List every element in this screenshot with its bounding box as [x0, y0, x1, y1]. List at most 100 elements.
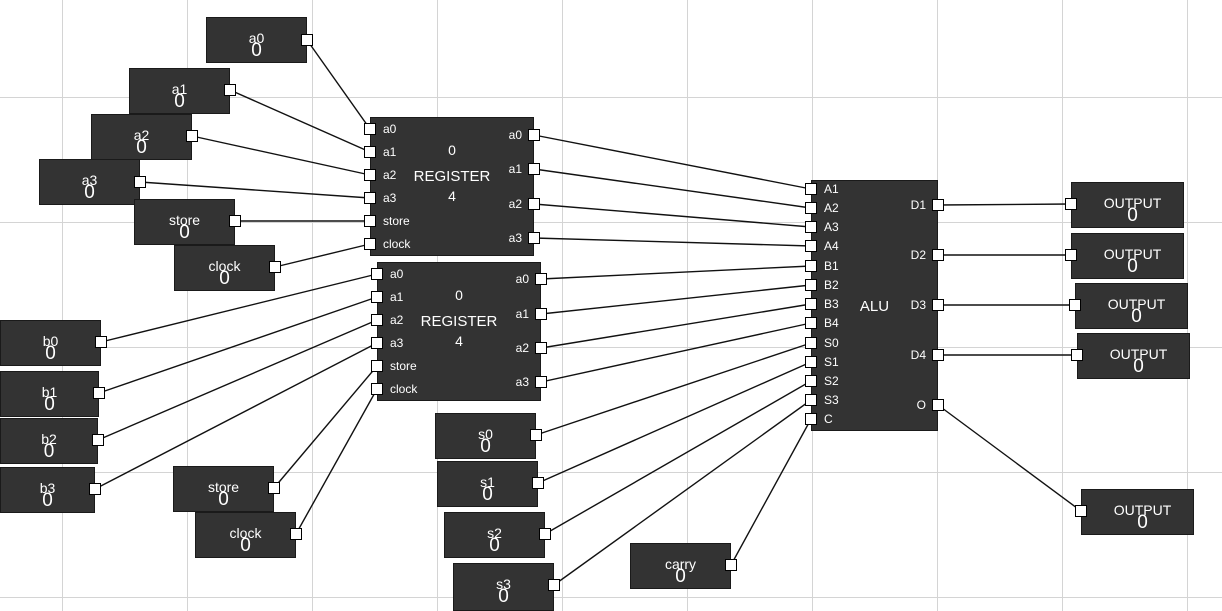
register-a[interactable]: 0 REGISTER 4	[370, 117, 534, 256]
register-b-out-a3-pin[interactable]	[535, 376, 547, 388]
output-o[interactable]: OUTPUT 0	[1081, 489, 1194, 535]
input-a3[interactable]: a3 0	[39, 159, 140, 205]
alu-out-d1-pin[interactable]	[932, 199, 944, 211]
input-b1-value: 0	[44, 394, 55, 415]
alu-out-d2-pin[interactable]	[932, 249, 944, 261]
alu-in-s3-pin[interactable]	[805, 394, 817, 406]
input-s2[interactable]: s2 0	[444, 512, 545, 558]
input-store-b-pin[interactable]	[268, 482, 280, 494]
input-clock-a-value: 0	[219, 268, 230, 289]
register-b-in-a3-pin[interactable]	[371, 337, 383, 349]
register-b-in-a1-pin[interactable]	[371, 291, 383, 303]
input-s2-pin[interactable]	[539, 528, 551, 540]
alu-in-b4-pin[interactable]	[805, 317, 817, 329]
input-s1-pin[interactable]	[532, 477, 544, 489]
input-s0-pin[interactable]	[530, 429, 542, 441]
alu-in-s1-pin[interactable]	[805, 356, 817, 368]
input-a0-pin[interactable]	[301, 34, 313, 46]
output-o-pin[interactable]	[1075, 505, 1087, 517]
input-carry[interactable]: carry 0	[630, 543, 731, 589]
input-clock-b[interactable]: clock 0	[195, 512, 296, 558]
input-store-a[interactable]: store 0	[134, 199, 235, 245]
input-s2-value: 0	[489, 535, 500, 556]
output-d2-pin[interactable]	[1065, 249, 1077, 261]
register-a-in-a0-pin[interactable]	[364, 123, 376, 135]
input-a1-pin[interactable]	[224, 84, 236, 96]
input-s1-label: s1	[480, 474, 495, 490]
wire-input-a0-to-register-a-in-a0	[306, 39, 371, 130]
input-a1[interactable]: a1 0	[129, 68, 230, 114]
output-d4[interactable]: OUTPUT 0	[1077, 333, 1190, 379]
input-s3-pin[interactable]	[548, 579, 560, 591]
register-a-out-a1-pin[interactable]	[528, 163, 540, 175]
register-b-out-a0-pin[interactable]	[535, 273, 547, 285]
input-s3[interactable]: s3 0	[453, 563, 554, 611]
alu-out-d4-label: D4	[910, 348, 926, 362]
input-a0[interactable]: a0 0	[206, 17, 307, 63]
alu-out-d3-pin[interactable]	[932, 299, 944, 311]
input-a2[interactable]: a2 0	[91, 114, 192, 160]
alu-out-d4-pin[interactable]	[932, 349, 944, 361]
input-b0[interactable]: b0 0	[0, 320, 101, 366]
input-carry-pin[interactable]	[725, 559, 737, 571]
register-b-in-clock-pin[interactable]	[371, 383, 383, 395]
register-a-out-a2-pin[interactable]	[528, 198, 540, 210]
output-d1[interactable]: OUTPUT 0	[1071, 182, 1184, 228]
alu-in-c-pin[interactable]	[805, 413, 817, 425]
input-carry-label: carry	[664, 556, 697, 572]
alu-in-a1-pin[interactable]	[805, 183, 817, 195]
alu-in-s0-pin[interactable]	[805, 337, 817, 349]
input-b1[interactable]: b1 0	[0, 371, 99, 417]
input-s0[interactable]: s0 0	[435, 413, 536, 459]
alu-in-b1-pin[interactable]	[805, 260, 817, 272]
input-a3-pin[interactable]	[134, 176, 146, 188]
output-d1-pin[interactable]	[1065, 198, 1077, 210]
alu[interactable]: ALU	[811, 180, 938, 431]
input-store-a-pin[interactable]	[229, 215, 241, 227]
input-clock-a-pin[interactable]	[269, 261, 281, 273]
alu-in-b2-pin[interactable]	[805, 279, 817, 291]
register-b-in-a0-pin[interactable]	[371, 268, 383, 280]
alu-in-a4-label: A4	[824, 239, 839, 253]
alu-out-d1-label: D1	[910, 198, 926, 212]
register-a-in-clock-label: clock	[383, 237, 411, 251]
alu-in-s2-pin[interactable]	[805, 375, 817, 387]
output-d4-pin[interactable]	[1071, 349, 1083, 361]
input-b0-pin[interactable]	[95, 336, 107, 348]
input-clock-b-label: clock	[229, 525, 262, 541]
input-b3[interactable]: b3 0	[0, 467, 95, 513]
input-b2[interactable]: b2 0	[0, 418, 98, 464]
alu-in-a3-pin[interactable]	[805, 221, 817, 233]
register-b[interactable]: 0 REGISTER 4	[377, 262, 541, 401]
register-a-out-a0-pin[interactable]	[528, 129, 540, 141]
input-clock-a[interactable]: clock 0	[174, 245, 275, 291]
alu-in-a4-pin[interactable]	[805, 240, 817, 252]
register-b-out-a1-pin[interactable]	[535, 308, 547, 320]
alu-in-a2-pin[interactable]	[805, 202, 817, 214]
input-b1-pin[interactable]	[93, 387, 105, 399]
register-a-in-store-pin[interactable]	[364, 215, 376, 227]
register-a-out-a3-pin[interactable]	[528, 232, 540, 244]
output-d3-pin[interactable]	[1069, 299, 1081, 311]
alu-in-b3-pin[interactable]	[805, 298, 817, 310]
input-a2-pin[interactable]	[186, 130, 198, 142]
register-a-in-a2-label: a2	[383, 168, 397, 182]
register-a-in-a3-pin[interactable]	[364, 192, 376, 204]
register-b-out-a2-pin[interactable]	[535, 342, 547, 354]
alu-in-b3-label: B3	[824, 297, 839, 311]
output-d3[interactable]: OUTPUT 0	[1075, 283, 1188, 329]
input-store-b[interactable]: store 0	[173, 466, 274, 512]
register-a-in-a1-pin[interactable]	[364, 146, 376, 158]
register-a-in-a2-pin[interactable]	[364, 169, 376, 181]
register-a-in-a0-label: a0	[383, 122, 397, 136]
register-b-in-a2-pin[interactable]	[371, 314, 383, 326]
input-clock-b-pin[interactable]	[290, 528, 302, 540]
alu-out-o-pin[interactable]	[932, 399, 944, 411]
output-d2[interactable]: OUTPUT 0	[1071, 233, 1184, 279]
output-d1-value: 0	[1127, 205, 1138, 226]
input-b3-pin[interactable]	[89, 483, 101, 495]
input-s1[interactable]: s1 0	[437, 461, 538, 507]
register-b-in-store-pin[interactable]	[371, 360, 383, 372]
register-a-in-clock-pin[interactable]	[364, 238, 376, 250]
input-b2-pin[interactable]	[92, 434, 104, 446]
